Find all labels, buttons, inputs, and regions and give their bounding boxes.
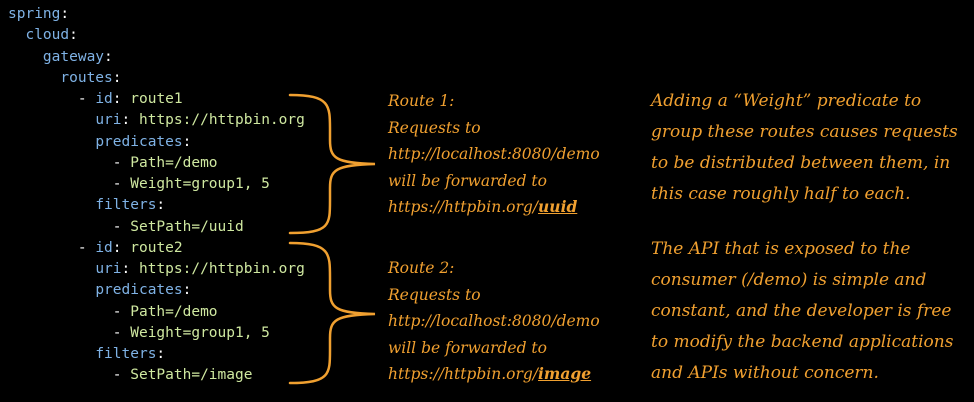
api-note-line: The API that is exposed to the (651, 239, 911, 259)
yaml-line: filters: (95, 346, 166, 362)
yaml-line: uri: https://httpbin.org (95, 112, 305, 129)
yaml-line: cloud: (25, 27, 78, 44)
route2-line4: https://httpbin.org/image (388, 361, 600, 388)
yaml-key-cloud: cloud (25, 27, 70, 44)
api-note-line: and APIs without concern. (651, 363, 879, 383)
route1-target-path: uuid (538, 197, 578, 216)
route2-line2: http://localhost:8080/demo (388, 312, 600, 330)
yaml-line: - SetPath=/uuid (112, 218, 244, 235)
route1-line4: https://httpbin.org/uuid (388, 194, 600, 221)
yaml-value-weight: Weight=group1, 5 (130, 324, 270, 341)
yaml-config: spring: cloud: gateway: routes: - id: ro… (8, 4, 305, 387)
weight-explanation: Adding a “Weight” predicate to group the… (651, 86, 958, 210)
yaml-line: gateway: (42, 48, 113, 65)
weight-note-line: this case roughly half to each. (651, 184, 911, 204)
yaml-key-id: id (95, 239, 113, 256)
api-explanation: The API that is exposed to the consumer … (651, 234, 953, 389)
yaml-key-id: id (95, 91, 113, 107)
route2-target-path: image (538, 364, 592, 383)
yaml-line: - id: route2 (77, 239, 183, 256)
yaml-line: routes: (60, 69, 122, 86)
yaml-value-path: Path=/demo (130, 303, 218, 320)
yaml-line: - Path=/demo (112, 154, 218, 171)
api-note-line: constant, and the developer is free (651, 301, 952, 321)
weight-note-line: to be distributed between them, in (651, 153, 951, 173)
route1-annotation: Route 1: Requests to http://localhost:80… (388, 88, 600, 221)
yaml-value-path: Path=/demo (130, 154, 218, 171)
yaml-key-filters: filters (95, 197, 157, 214)
route2-line1: Requests to (388, 285, 481, 304)
yaml-line: - SetPath=/image (112, 367, 253, 384)
route1-line3: will be forwarded to (388, 171, 547, 190)
route1-brace-icon (288, 93, 376, 235)
yaml-line: filters: (95, 197, 166, 214)
route2-title: Route 2: (388, 259, 455, 277)
yaml-line: spring: (8, 6, 70, 22)
yaml-line: - id: route1 (77, 91, 183, 107)
yaml-value-uri: https://httpbin.org (138, 261, 305, 277)
yaml-value-route1: route1 (130, 91, 183, 107)
weight-note-line: Adding a “Weight” predicate to (651, 91, 922, 111)
yaml-value-weight: Weight=group1, 5 (130, 176, 270, 192)
yaml-value-route2: route2 (130, 239, 183, 256)
yaml-line: uri: https://httpbin.org (95, 261, 305, 277)
yaml-key-filters: filters (95, 346, 157, 362)
yaml-key-uri: uri (95, 261, 122, 277)
yaml-line: - Weight=group1, 5 (112, 324, 270, 341)
yaml-value-uri: https://httpbin.org (138, 112, 305, 129)
route2-line3: will be forwarded to (388, 338, 547, 357)
route2-annotation: Route 2: Requests to http://localhost:80… (388, 255, 600, 388)
yaml-line: predicates: (95, 133, 192, 150)
api-note-line: consumer (/demo) is simple and (651, 270, 927, 290)
yaml-key-predicates: predicates (95, 282, 183, 299)
yaml-key-routes: routes (60, 69, 113, 86)
route1-line1: Requests to (388, 118, 481, 137)
api-note-line: to modify the backend applications (651, 332, 954, 352)
yaml-key-spring: spring (8, 6, 61, 22)
yaml-value-setpath: SetPath=/image (130, 367, 253, 384)
route2-brace-icon (288, 241, 376, 385)
yaml-line: - Weight=group1, 5 (112, 176, 270, 192)
route1-target-prefix: https://httpbin.org/ (388, 198, 539, 216)
route1-title: Route 1: (388, 92, 455, 110)
route1-line2: http://localhost:8080/demo (388, 145, 600, 163)
yaml-key-predicates: predicates (95, 133, 183, 150)
yaml-key-uri: uri (95, 112, 122, 129)
weight-note-line: group these routes causes requests (651, 122, 958, 142)
yaml-line: predicates: (95, 282, 192, 299)
yaml-value-setpath: SetPath=/uuid (130, 218, 244, 235)
route2-target-prefix: https://httpbin.org/ (388, 365, 539, 383)
yaml-key-gateway: gateway (42, 48, 105, 65)
yaml-line: - Path=/demo (112, 303, 218, 320)
